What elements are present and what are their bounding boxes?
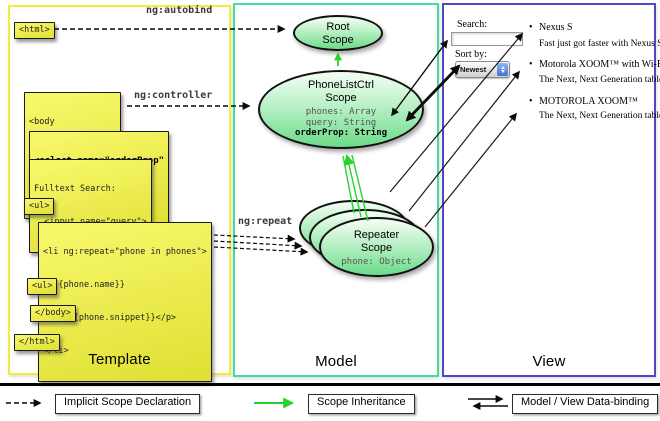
- legend-implicit-scope: Implicit Scope Declaration: [55, 394, 201, 414]
- ng-autobind-label: ng:autobind: [146, 5, 213, 16]
- bullet-icon: •: [529, 96, 533, 107]
- legend-data-binding: Model / View Data-binding: [512, 394, 659, 414]
- code-html-open: <html>: [14, 22, 55, 39]
- view-panel: Search: Sort by: Newest •Nexus S Fast ju…: [442, 3, 660, 377]
- list-item-desc: The Next, Next Generation tablet.: [539, 75, 660, 85]
- dropdown-stepper-icon: [497, 63, 508, 76]
- root-scope-ellipse: Root Scope: [293, 15, 383, 51]
- code-li-repeat: <li ng:repeat="phone in phones"> {{phone…: [38, 222, 212, 382]
- list-item-title: •Nexus S: [529, 22, 573, 33]
- list-item-title: •Motorola XOOM™ with Wi-Fi: [529, 59, 660, 70]
- sort-dropdown[interactable]: Newest: [455, 61, 510, 78]
- sort-by-label: Sort by:: [455, 49, 487, 60]
- code-ul-open: <ul>: [24, 198, 55, 215]
- template-panel-label: Template: [88, 351, 151, 368]
- legend-separator: [0, 383, 660, 386]
- repeater-scope-ellipse: Repeater Scope phone: Object: [319, 217, 434, 277]
- ng-controller-label: ng:controller: [134, 90, 213, 101]
- search-label: Search:: [457, 19, 487, 30]
- ng-repeat-label: ng:repeat: [238, 216, 293, 227]
- view-panel-label: View: [532, 353, 566, 370]
- model-panel-label: Model: [315, 353, 357, 370]
- bullet-icon: •: [529, 59, 533, 70]
- code-html-close: </html>: [14, 334, 60, 351]
- list-item-desc: Fast just got faster with Nexus S.: [539, 39, 660, 49]
- bullet-icon: •: [529, 22, 533, 33]
- code-ul-close: <ul>: [27, 278, 58, 295]
- model-panel: Root Scope PhoneListCtrl Scope phones: A…: [233, 3, 439, 377]
- sort-dropdown-value: Newest: [460, 65, 487, 74]
- code-body-close: </body>: [30, 305, 76, 322]
- list-item-title: •MOTOROLA XOOM™: [529, 96, 638, 107]
- list-item-desc: The Next, Next Generation tablet.: [539, 111, 660, 121]
- search-input[interactable]: [451, 32, 523, 46]
- legend-scope-inheritance: Scope Inheritance: [308, 394, 415, 414]
- phonelistctrl-scope-ellipse: PhoneListCtrl Scope phones: Array query:…: [258, 70, 424, 149]
- template-panel: <html> <body ng:controller= "PhoneListCt…: [8, 5, 231, 382]
